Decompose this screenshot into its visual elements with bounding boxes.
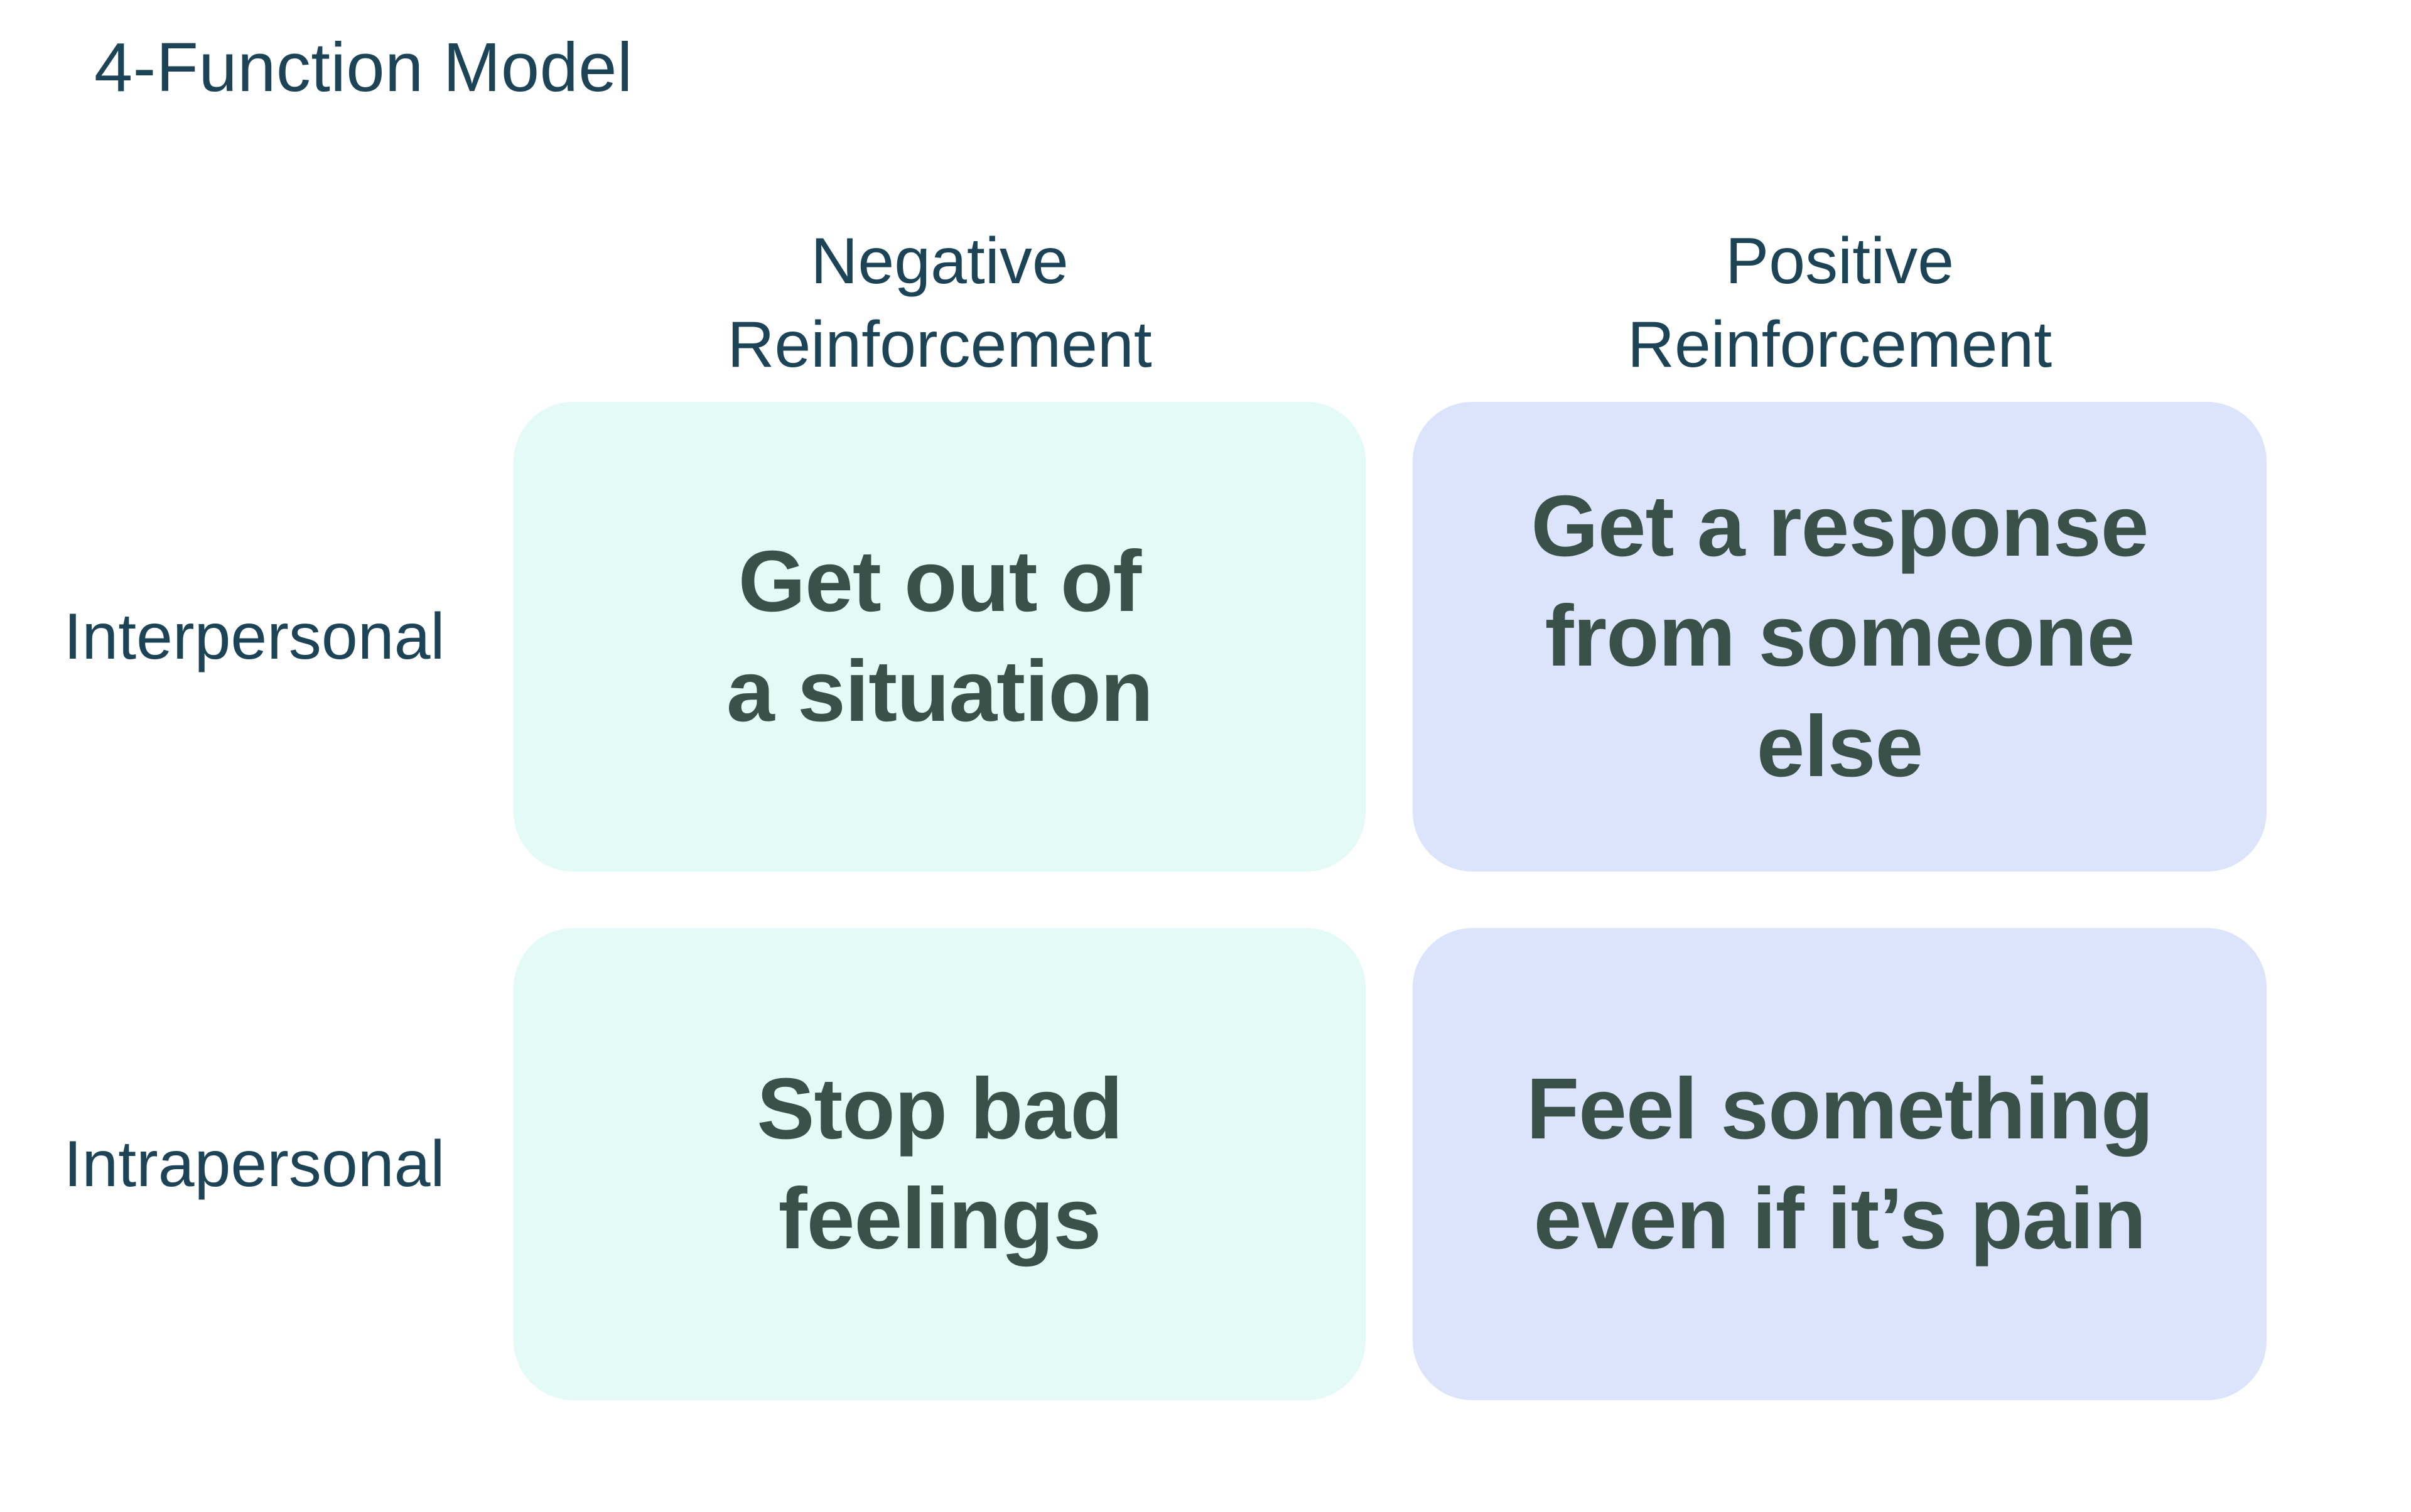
column-header-negative-reinforcement: Negative Reinforcement: [727, 225, 1152, 382]
cell-interpersonal-positive: Get a response from someone else: [1413, 402, 2267, 872]
row-label-intrapersonal: Intrapersonal: [63, 1127, 445, 1201]
page-title: 4-Function Model: [94, 29, 633, 106]
cell-text-interpersonal-positive: Get a response from someone else: [1531, 478, 2149, 795]
cell-text-intrapersonal-negative: Stop bad feelings: [757, 1060, 1123, 1267]
cell-intrapersonal-positive: Feel something even if it’s pain: [1413, 928, 2267, 1400]
cell-text-interpersonal-negative: Get out of a situation: [726, 532, 1153, 740]
column-header-positive-reinforcement: Positive Reinforcement: [1627, 225, 2052, 382]
row-label-interpersonal: Interpersonal: [63, 600, 445, 673]
cell-interpersonal-negative: Get out of a situation: [514, 402, 1366, 872]
cell-intrapersonal-negative: Stop bad feelings: [514, 928, 1366, 1400]
cell-text-intrapersonal-positive: Feel something even if it’s pain: [1526, 1060, 2154, 1267]
